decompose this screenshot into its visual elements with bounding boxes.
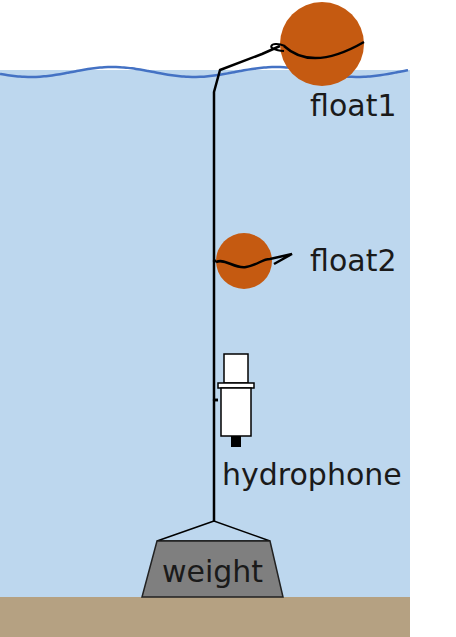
mooring-rope	[214, 46, 280, 261]
hydrophone-connector	[231, 436, 241, 447]
mooring-rope	[214, 400, 218, 521]
float-buoy: float1	[280, 2, 364, 86]
node-outline	[216, 233, 272, 289]
part-label: float1	[310, 88, 396, 124]
node-outline	[218, 353, 254, 447]
anchor-weight: weight	[142, 521, 283, 597]
water	[0, 70, 410, 600]
weight-block	[142, 541, 283, 597]
float-strap	[216, 254, 292, 267]
hydrophone-sensor: hydrophone	[218, 353, 254, 447]
float-strap	[284, 42, 364, 58]
node-outline	[280, 2, 364, 86]
mooring-rope	[214, 261, 218, 400]
seabed	[0, 597, 410, 637]
float-strap	[271, 44, 285, 51]
float-buoy: float2	[216, 233, 272, 289]
hydrophone-body	[218, 354, 254, 436]
part-label: float2	[310, 243, 396, 279]
float-body	[280, 2, 364, 86]
bridle	[157, 521, 270, 541]
part-label: hydrophone	[222, 457, 402, 493]
weight-label: weight	[162, 554, 263, 590]
